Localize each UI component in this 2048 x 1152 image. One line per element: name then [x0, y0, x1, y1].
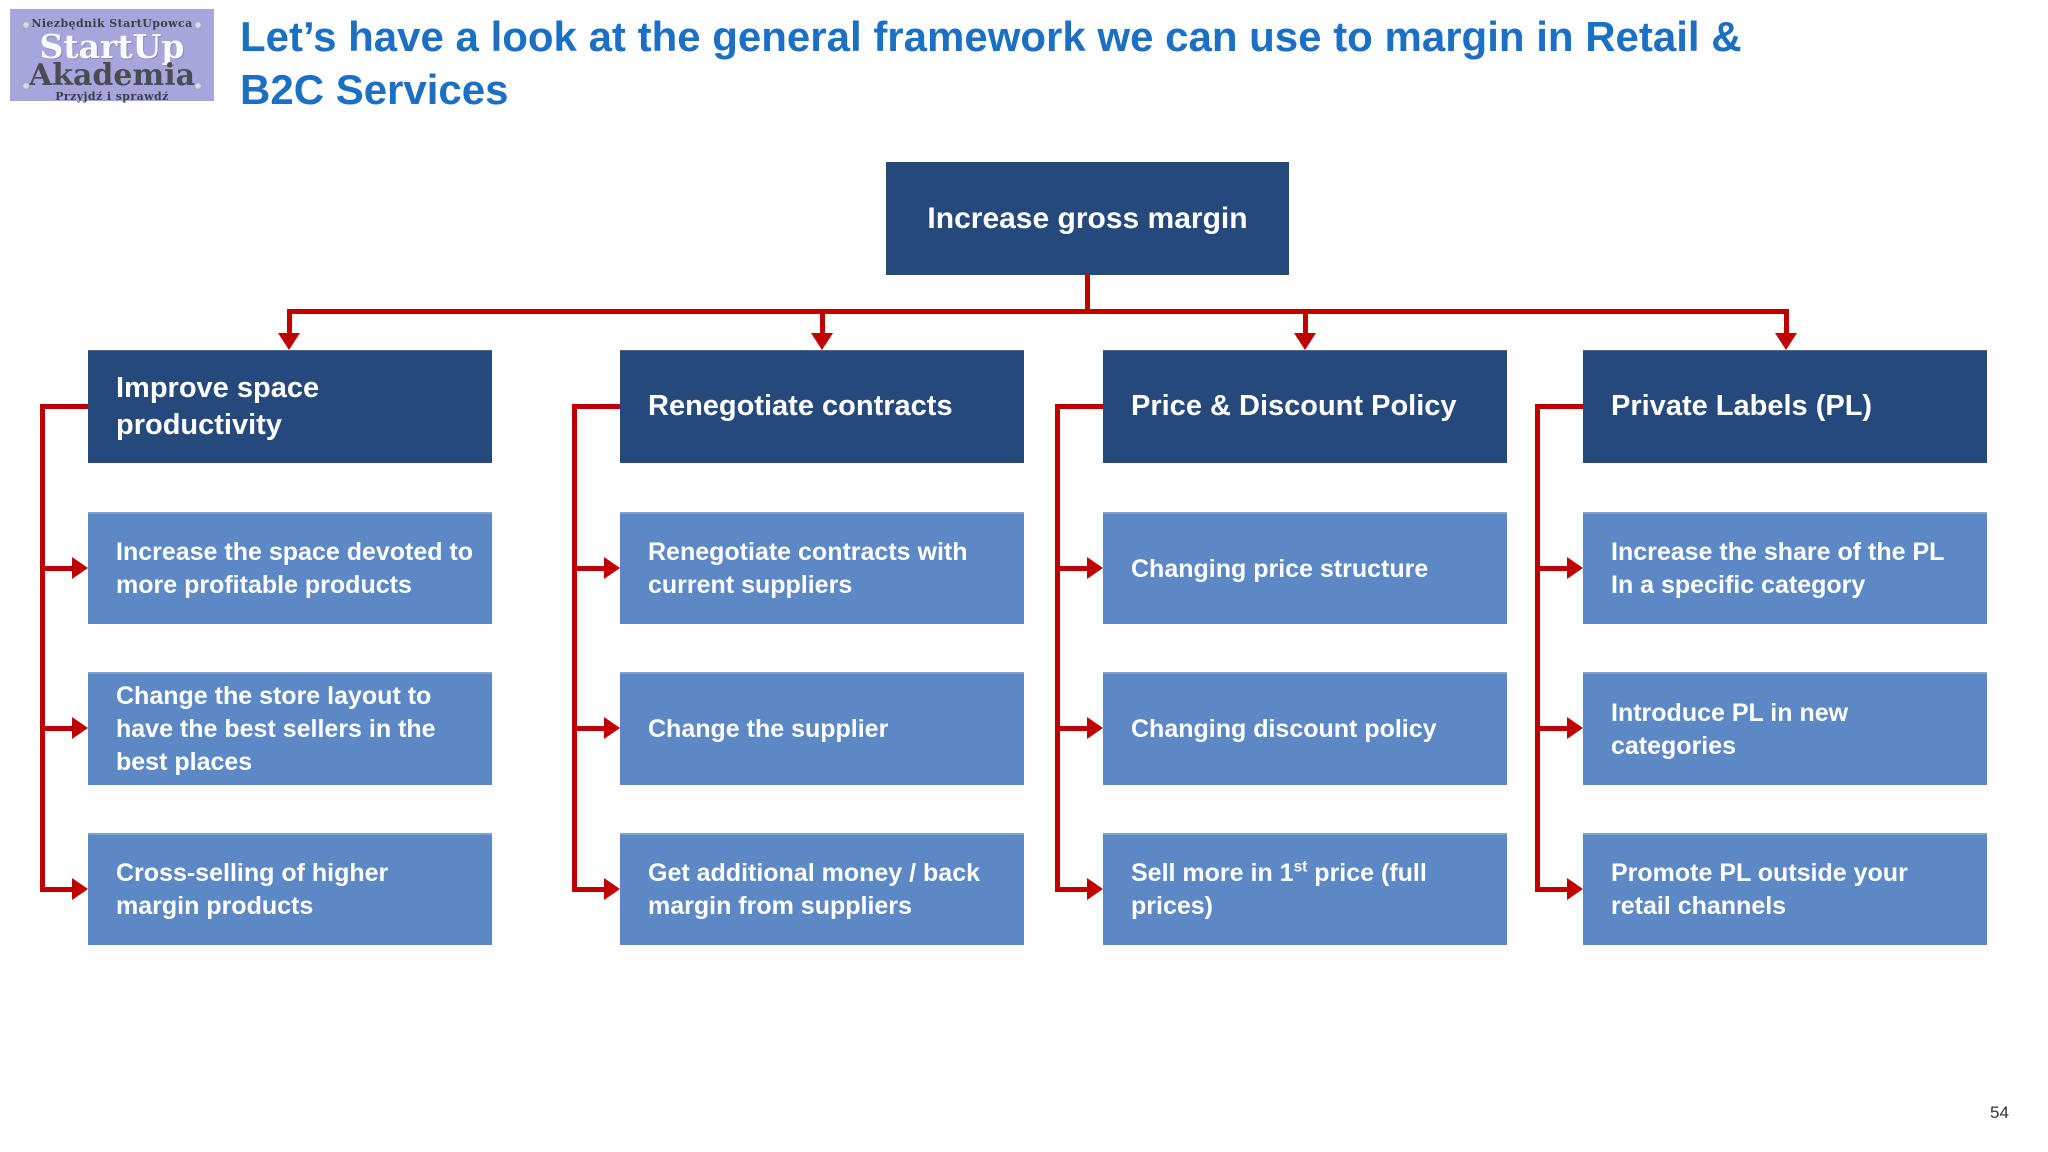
item-label: Renegotiate contracts with current suppl… [648, 538, 968, 599]
item-box: Sell more in 1st price (full prices) [1103, 833, 1507, 945]
header-improve-space-productivity: Improve space productivity [88, 350, 492, 463]
connector-shaft [40, 887, 74, 892]
item-box: Get additional money / back margin from … [620, 833, 1024, 945]
arrow-right-icon [72, 717, 88, 739]
startup-akademia-logo: Niezbędnik StartUpowca StartUp Akademia … [10, 9, 214, 103]
connector-rail [572, 404, 577, 892]
logo-title-akademia: Akademia [28, 58, 196, 93]
item-label: Cross-selling of higher margin products [116, 859, 389, 920]
arrow-right-icon [72, 878, 88, 900]
connector-shaft [40, 566, 74, 571]
arrow-right-icon [1567, 557, 1583, 579]
header-label: Price & Discount Policy [1131, 390, 1457, 423]
item-box: Change the supplier [620, 672, 1024, 785]
item-label: Increase the share of the PL In a specif… [1611, 538, 1944, 599]
connector-shaft [572, 726, 606, 731]
screw-icon [194, 82, 202, 90]
screw-icon [22, 21, 30, 29]
item-label: Get additional money / back margin from … [648, 859, 981, 920]
item-text-superscript: st [1293, 858, 1308, 876]
header-label: Private Labels (PL) [1611, 390, 1873, 423]
arrow-right-icon [604, 557, 620, 579]
connector-shaft [572, 566, 606, 571]
header-private-labels: Private Labels (PL) [1583, 350, 1987, 463]
connector-shaft [1535, 726, 1569, 731]
connector-shaft [572, 887, 606, 892]
arrow-right-icon [1567, 717, 1583, 739]
item-label: Increase the space devoted to more profi… [116, 538, 474, 599]
logo-title-startup: StartUp [39, 27, 185, 66]
arrow-right-icon [1087, 717, 1103, 739]
screw-icon [194, 21, 202, 29]
item-label: Changing price structure [1131, 554, 1429, 583]
screw-icon [22, 82, 30, 90]
item-box: Increase the share of the PL In a specif… [1583, 512, 1987, 624]
arrow-right-icon [1087, 878, 1103, 900]
connector-shaft [1055, 566, 1089, 571]
connector-drop-line [1303, 309, 1308, 335]
item-box: Introduce PL in new categories [1583, 672, 1987, 785]
connector-shaft [1535, 566, 1569, 571]
connector-rail [40, 404, 45, 892]
item-label: Promote PL outside your retail channels [1611, 859, 1908, 920]
root-box-label: Increase gross margin [927, 201, 1248, 235]
arrow-down-icon [1775, 333, 1797, 350]
item-box: Changing discount policy [1103, 672, 1507, 785]
connector-shaft [1535, 887, 1569, 892]
arrow-right-icon [604, 878, 620, 900]
arrow-down-icon [811, 333, 833, 350]
item-box: Renegotiate contracts with current suppl… [620, 512, 1024, 624]
connector-header-stub [1055, 404, 1103, 409]
connector-rail [1055, 404, 1060, 892]
connector-drop-line [820, 309, 825, 335]
arrow-right-icon [72, 557, 88, 579]
logo-tagline-top: Niezbędnik StartUpowca [31, 17, 193, 30]
header-price-discount-policy: Price & Discount Policy [1103, 350, 1507, 463]
item-text-post: price (full prices) [1131, 859, 1427, 920]
item-label: Sell more in 1st price (full prices) [1131, 857, 1489, 923]
connector-stem [1085, 274, 1090, 311]
logo-tagline-bottom: Przyjdź i sprawdź [55, 90, 169, 103]
title-line-1: Let’s have a look at the general framewo… [240, 13, 1742, 60]
connector-header-stub [572, 404, 620, 409]
item-text-pre: Sell more in 1 [1131, 859, 1294, 887]
connector-drop-line [287, 309, 292, 335]
item-box: Changing price structure [1103, 512, 1507, 624]
root-box-increase-gross-margin: Increase gross margin [886, 162, 1289, 275]
connector-crossbar [287, 309, 1789, 314]
arrow-right-icon [1087, 557, 1103, 579]
item-box: Cross-selling of higher margin products [88, 833, 492, 945]
header-label: Improve space productivity [116, 371, 320, 441]
item-label: Changing discount policy [1131, 715, 1437, 743]
arrow-right-icon [1567, 878, 1583, 900]
connector-shaft [1055, 887, 1089, 892]
item-box: Increase the space devoted to more profi… [88, 512, 492, 624]
connector-rail [1535, 404, 1540, 892]
item-box: Promote PL outside your retail channels [1583, 833, 1987, 945]
header-label: Renegotiate contracts [648, 390, 953, 423]
connector-shaft [40, 726, 74, 731]
item-box: Change the store layout to have the best… [88, 672, 492, 785]
connector-header-stub [40, 404, 88, 409]
title-line-2: B2C Services [240, 66, 509, 113]
item-label: Change the store layout to have the best… [116, 682, 436, 776]
header-renegotiate-contracts: Renegotiate contracts [620, 350, 1024, 463]
item-label: Introduce PL in new categories [1611, 698, 1849, 760]
arrow-right-icon [604, 717, 620, 739]
item-label: Change the supplier [648, 715, 889, 743]
connector-drop-line [1784, 309, 1789, 335]
arrow-down-icon [1294, 333, 1316, 350]
page-title: Let’s have a look at the general framewo… [240, 10, 2040, 116]
connector-header-stub [1535, 404, 1583, 409]
arrow-down-icon [278, 333, 300, 350]
page-number: 54 [1990, 1103, 2009, 1122]
connector-shaft [1055, 726, 1089, 731]
